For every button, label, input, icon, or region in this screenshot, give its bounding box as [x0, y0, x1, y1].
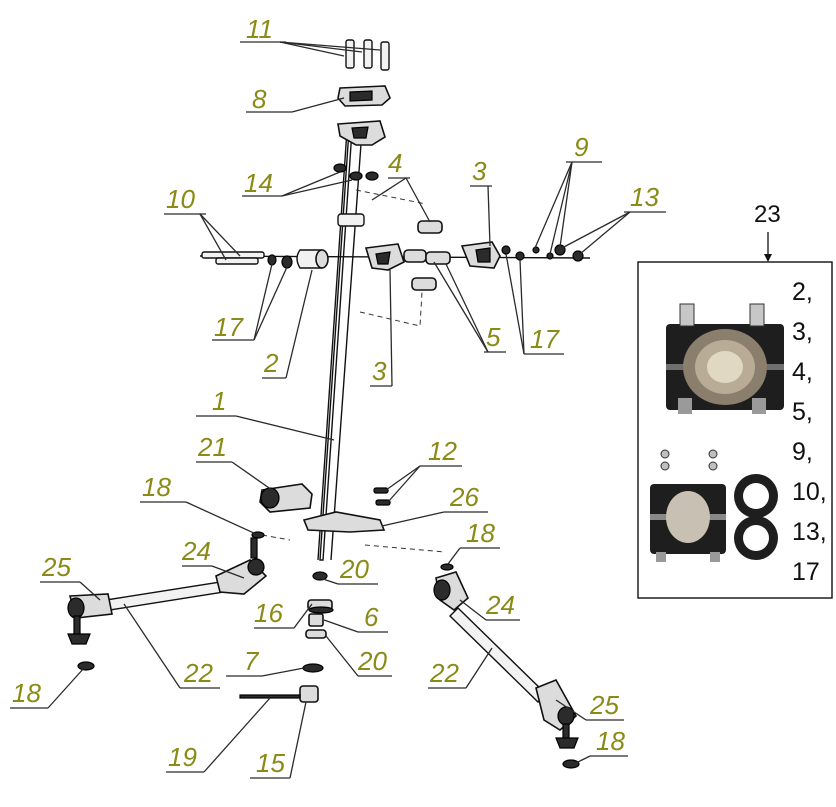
callout-labels: 11 8 14 4 3 9 13 10 17 2 3 5 17 1 21 12 … — [12, 14, 659, 778]
callout-15: 15 — [256, 748, 285, 778]
callout-26: 26 — [449, 482, 479, 512]
left-tie-rod — [67, 537, 268, 671]
nut-15 — [299, 685, 319, 703]
callout-5: 5 — [486, 322, 501, 352]
pitman-arm — [302, 511, 386, 533]
leader-lines — [10, 41, 666, 779]
block-upper — [417, 220, 443, 234]
callout-11: 11 — [246, 14, 273, 44]
callout-18-lower-right: 18 — [596, 726, 625, 756]
callout-21: 21 — [197, 432, 227, 462]
callout-18-upper-left: 18 — [142, 472, 171, 502]
callout-16: 16 — [254, 598, 283, 628]
callout-6: 6 — [364, 602, 379, 632]
shaft-collar — [337, 213, 365, 227]
kit-photo-assembled — [666, 303, 784, 414]
kit-part-item: 17 — [792, 558, 820, 586]
callout-4: 4 — [388, 148, 402, 178]
callout-24-left: 24 — [181, 536, 211, 566]
kit-part-item: 3, — [792, 318, 813, 346]
kit-part-item: 5, — [792, 398, 813, 426]
callout-20-lower: 20 — [357, 646, 387, 676]
kit-number: 23 — [754, 201, 781, 228]
callout-10: 10 — [166, 184, 195, 214]
callout-25-left: 25 — [41, 552, 71, 582]
callout-9: 9 — [574, 132, 588, 162]
callout-19: 19 — [168, 742, 197, 772]
kit-part-item: 10, — [792, 478, 827, 506]
callout-24-right: 24 — [485, 590, 515, 620]
callout-18-lower-left: 18 — [12, 678, 41, 708]
callout-3-top: 3 — [472, 156, 487, 186]
callout-22-left: 22 — [183, 658, 213, 688]
callout-25-right: 25 — [589, 690, 619, 720]
callout-14: 14 — [244, 168, 273, 198]
block-lower — [411, 277, 437, 291]
right-tie-rod — [433, 571, 580, 769]
kit-part-item: 2, — [792, 278, 813, 306]
pins-10 — [201, 251, 265, 265]
kit-inset: 23 — [637, 201, 833, 599]
kit-part-item: 9, — [792, 438, 813, 466]
callout-22-right: 22 — [429, 658, 459, 688]
callout-7: 7 — [244, 646, 260, 676]
callout-13: 13 — [630, 182, 659, 212]
parts-drawing — [67, 39, 591, 769]
kit-part-item: 4, — [792, 358, 813, 386]
kit-parts-list: 2, 3, 4, 5, 9, 10, 13, 17 — [792, 278, 827, 586]
callout-18-mid-right: 18 — [466, 518, 495, 548]
kit-part-item: 13, — [792, 518, 827, 546]
callout-2: 2 — [263, 348, 279, 378]
washers — [333, 163, 379, 181]
kit-photo-parts — [650, 449, 778, 562]
callout-12: 12 — [428, 436, 457, 466]
bolts — [345, 39, 390, 71]
callout-17-left: 17 — [214, 312, 244, 342]
callout-17-right: 17 — [530, 324, 560, 354]
pin-19 — [239, 694, 301, 699]
callout-3-lower: 3 — [372, 356, 387, 386]
callout-20-upper: 20 — [339, 554, 369, 584]
callout-8: 8 — [252, 84, 267, 114]
callout-1: 1 — [212, 386, 226, 416]
